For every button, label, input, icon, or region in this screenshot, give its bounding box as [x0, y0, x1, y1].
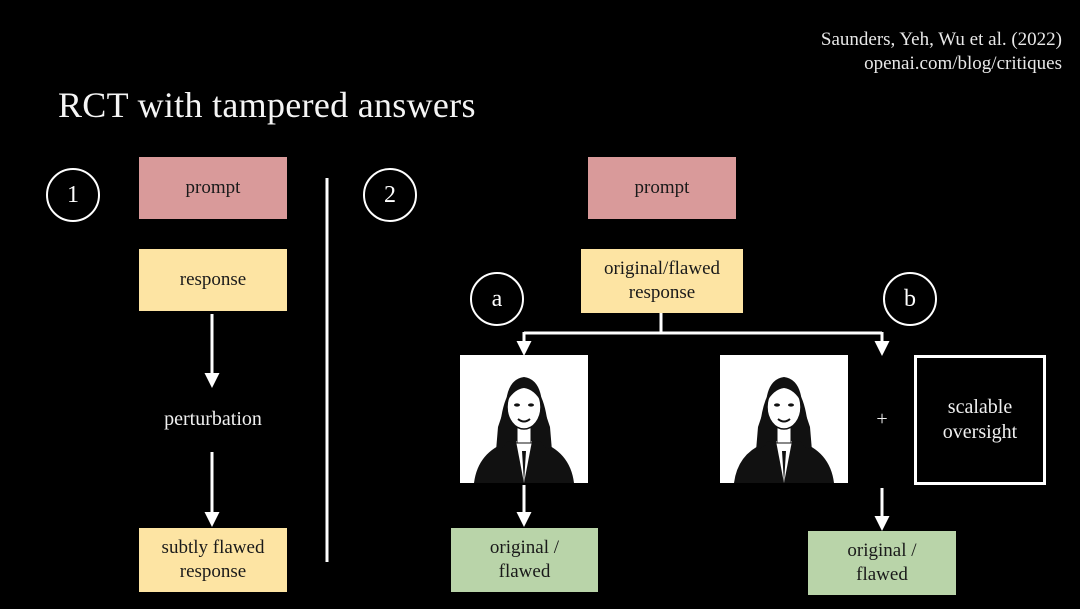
plus-sign: + [876, 408, 888, 430]
result-a-line-1: original / [489, 537, 560, 558]
scalable-oversight-box: scalable oversight [914, 355, 1046, 485]
response-box-1: response [139, 249, 287, 311]
human-judge-portrait-a [460, 355, 588, 483]
result-box-a: original / flawed [451, 528, 598, 592]
branch-label-a: a [470, 272, 524, 326]
oversight-line-2: oversight [942, 421, 1018, 443]
original-flawed-response-box: original/flawed response [581, 249, 743, 313]
prompt-box-2: prompt [588, 157, 736, 219]
citation-authors: Saunders, Yeh, Wu et al. (2022) [820, 29, 1062, 50]
result-b-line-2: flawed [856, 564, 908, 585]
branch-label-b: b [883, 272, 937, 326]
panel-number-1: 1 [46, 168, 100, 222]
result-b-line-1: original / [847, 540, 917, 561]
panel-number-2: 2 [363, 168, 417, 222]
subtly-flawed-response-box: subtly flawed response [139, 528, 287, 592]
response-line-1: original/flawed [603, 258, 721, 279]
page-title: RCT with tampered answers [58, 85, 476, 125]
prompt-box-1: prompt [139, 157, 287, 219]
citation-url: openai.com/blog/critiques [864, 53, 1062, 74]
person-icon [734, 377, 834, 483]
result-box-b: original / flawed [808, 531, 956, 595]
person-icon [474, 377, 574, 483]
citation: Saunders, Yeh, Wu et al. (2022) openai.c… [821, 28, 1062, 76]
flawed-line-2: response [179, 561, 247, 582]
result-a-line-2: flawed [498, 561, 551, 582]
perturbation-label: perturbation [164, 408, 262, 430]
response-line-2: response [628, 282, 696, 303]
flawed-line-1: subtly flawed [161, 537, 265, 558]
oversight-line-1: scalable [947, 396, 1013, 418]
human-judge-portrait-b [720, 355, 848, 483]
